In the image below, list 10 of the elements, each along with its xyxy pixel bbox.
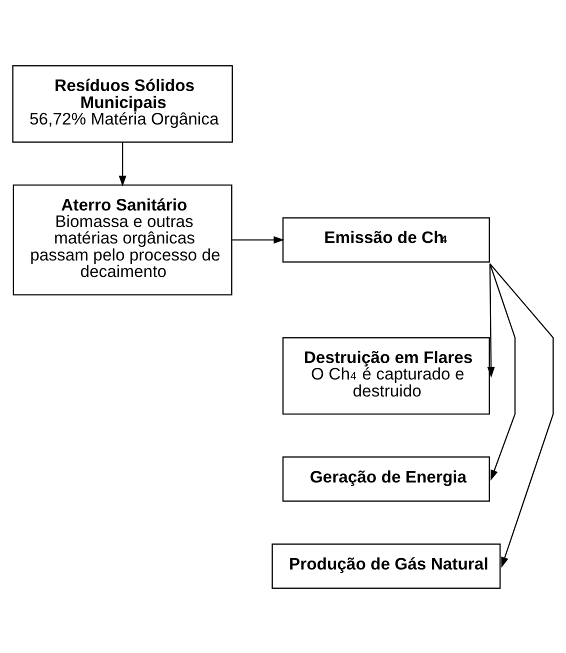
node-box: Destruição em Flares O Ch4 é capturado e destruido — [282, 336, 490, 414]
node-box: Produção de Gás Natural — [272, 543, 501, 588]
arrow — [490, 262, 554, 568]
arrow — [487, 263, 495, 378]
arrow — [232, 236, 284, 244]
arrow — [118, 142, 126, 186]
arrow — [489, 263, 516, 480]
node-box: Geração de Energia — [282, 456, 490, 502]
node-box: Resíduos Sólidos Municipais 56,72% Matéria Orgânica — [12, 64, 233, 142]
node-box: Aterro Sanitário Biomassa e outras matérias orgânicas passam pelo processo de decaimento — [12, 184, 232, 295]
